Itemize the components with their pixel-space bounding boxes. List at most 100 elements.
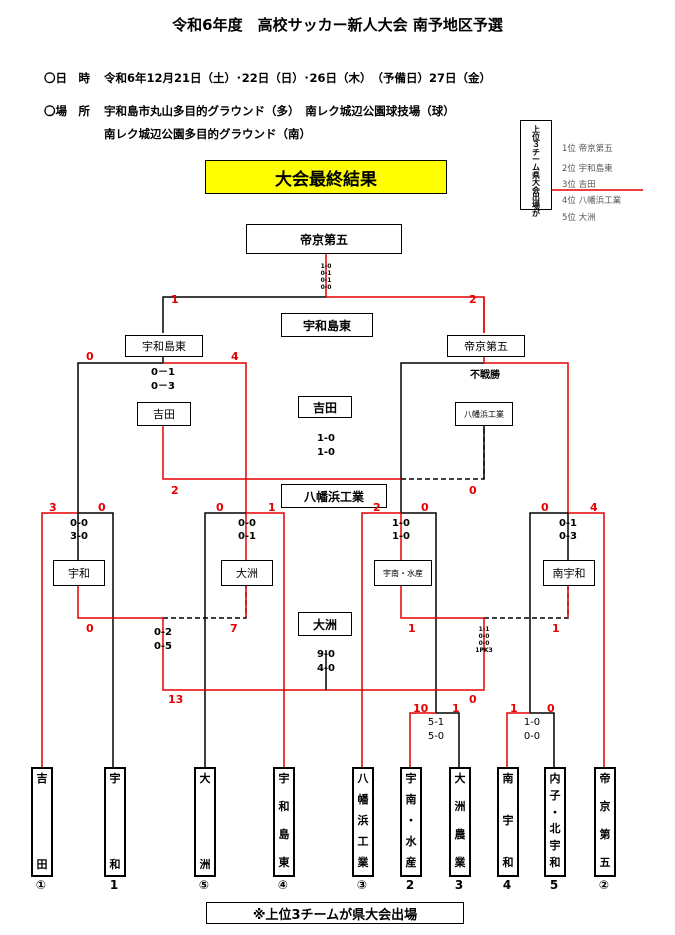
fifth-right-score: 0	[469, 693, 477, 706]
team-name: 宇和島東	[275, 769, 293, 875]
third-left-score: 2	[171, 484, 179, 497]
r1-right-a-score: 1	[510, 702, 518, 715]
team-box: 大洲	[194, 767, 216, 877]
q3-right-score: 0	[421, 501, 429, 514]
team-name-char: 吉	[36, 772, 48, 785]
venue-label: 〇場 所	[44, 104, 90, 118]
team-seed: ③	[356, 878, 368, 892]
team-name: 八幡浜工業	[354, 769, 372, 875]
legend-char: 場	[532, 201, 540, 210]
venue-line1: 宇和島市丸山多目的グラウンド（多） 南レク城辺公園球技場（球）	[104, 104, 455, 118]
team-name: 宇南・水産	[402, 769, 420, 875]
team-name-char: 業	[454, 856, 466, 869]
team-box: 宇和島東	[273, 767, 295, 877]
team-name-char: 大	[199, 772, 211, 785]
team-name-char: 和	[502, 856, 514, 869]
team-name-char: 洲	[454, 800, 466, 813]
team-name-char: 産	[405, 856, 417, 869]
team-name-char: 五	[599, 856, 611, 869]
team-name-char: 帝	[599, 772, 611, 785]
quarter2-box: 大洲	[221, 560, 273, 586]
rank-5: 5位 大洲	[562, 213, 596, 223]
venue-line2: 南レク城辺公園多目的グラウンド（南）	[104, 127, 311, 141]
legend-char: ム	[532, 163, 540, 172]
legend-char: 上	[532, 125, 540, 134]
champion-box: 帝京第五	[246, 224, 402, 254]
final-left-score: 1	[171, 293, 179, 306]
legend-char: 会	[532, 185, 540, 195]
final-results-banner: 大会最終結果	[205, 160, 447, 194]
team-seed: ⑤	[198, 878, 210, 892]
team-name-char: 子	[549, 788, 561, 802]
page-title: 令和6年度 高校サッカー新人大会 南予地区予選	[172, 16, 503, 34]
team-seed: 1	[109, 878, 119, 892]
team-name-char: 島	[278, 828, 290, 841]
legend-char: 県	[532, 170, 540, 180]
semi-left-a-score: 0	[86, 350, 94, 363]
team-seed: ①	[35, 878, 47, 892]
team-box: 南宇和	[497, 767, 519, 877]
team-name: 宇和	[106, 769, 124, 875]
team-name-char: 浜	[357, 814, 369, 827]
r1-left-b-score: 1	[452, 702, 460, 715]
team-name-char: 水	[405, 835, 417, 848]
q3-left-score: 2	[373, 501, 381, 514]
team-seed: 2	[405, 878, 415, 892]
final-right-score: 2	[469, 293, 477, 306]
rank-4: 4位 八幡浜工業	[562, 196, 622, 206]
team-name: 内子・北宇和	[546, 769, 564, 875]
team-name-char: 京	[599, 800, 611, 813]
semi-left-b-score: 4	[231, 350, 239, 363]
q4-bottom-score: 1	[552, 622, 560, 635]
semi-left-box: 宇和島東	[125, 335, 203, 357]
team-seed: ④	[277, 878, 289, 892]
team-name: 大洲	[196, 769, 214, 875]
team-name-char: 北	[549, 822, 561, 836]
q1-bottom-score: 0	[86, 622, 94, 635]
date-value: 令和6年12月21日（土）･22日（日）･26日（木） （予備日）27日（金）	[104, 71, 492, 85]
q2-bottom-score: 7	[230, 622, 238, 635]
q2-right-score: 1	[268, 501, 276, 514]
team-name-char: 宇	[109, 772, 121, 785]
team-box: 宇南・水産	[400, 767, 422, 877]
team-name: 南宇和	[499, 769, 517, 875]
team-name: 帝京第五	[596, 769, 614, 875]
team-name: 大洲農業	[451, 769, 469, 875]
legend-char: 位	[532, 132, 540, 142]
team-seed: ②	[598, 878, 610, 892]
rank-1: 1位 帝京第五	[562, 144, 613, 154]
team-name-char: 南	[405, 793, 417, 806]
fifth-left-score: 13	[168, 693, 184, 706]
q1-right-score: 0	[98, 501, 106, 514]
r1-right-b-score: 0	[547, 702, 555, 715]
team-name-char: 和	[109, 858, 121, 871]
team-name-char: ・	[405, 814, 417, 827]
team-name-char: 洲	[199, 858, 211, 871]
quarter3-box: 宇南・水産	[374, 560, 432, 586]
team-box: 内子・北宇和	[544, 767, 566, 877]
team-seed: 4	[502, 878, 512, 892]
legend-char: 大	[532, 178, 540, 188]
legend-char: チ	[532, 147, 540, 157]
rank-3: 3位 吉田	[562, 180, 596, 190]
r1-left-a-score: 10	[413, 702, 429, 715]
team-name-char: 東	[278, 856, 290, 869]
semi-left-loser-box: 吉田	[137, 402, 191, 426]
date-label: 〇日 時	[44, 71, 90, 85]
team-name: 吉田	[33, 769, 51, 875]
legend-char: ３	[532, 140, 540, 150]
third-place-box: 吉田	[298, 396, 352, 418]
quarter4-box: 南宇和	[543, 560, 595, 586]
q3-bottom-score: 1	[408, 622, 416, 635]
semi-right-box: 帝京第五	[447, 335, 525, 357]
fourth-place-box: 八幡浜工業	[281, 484, 387, 508]
